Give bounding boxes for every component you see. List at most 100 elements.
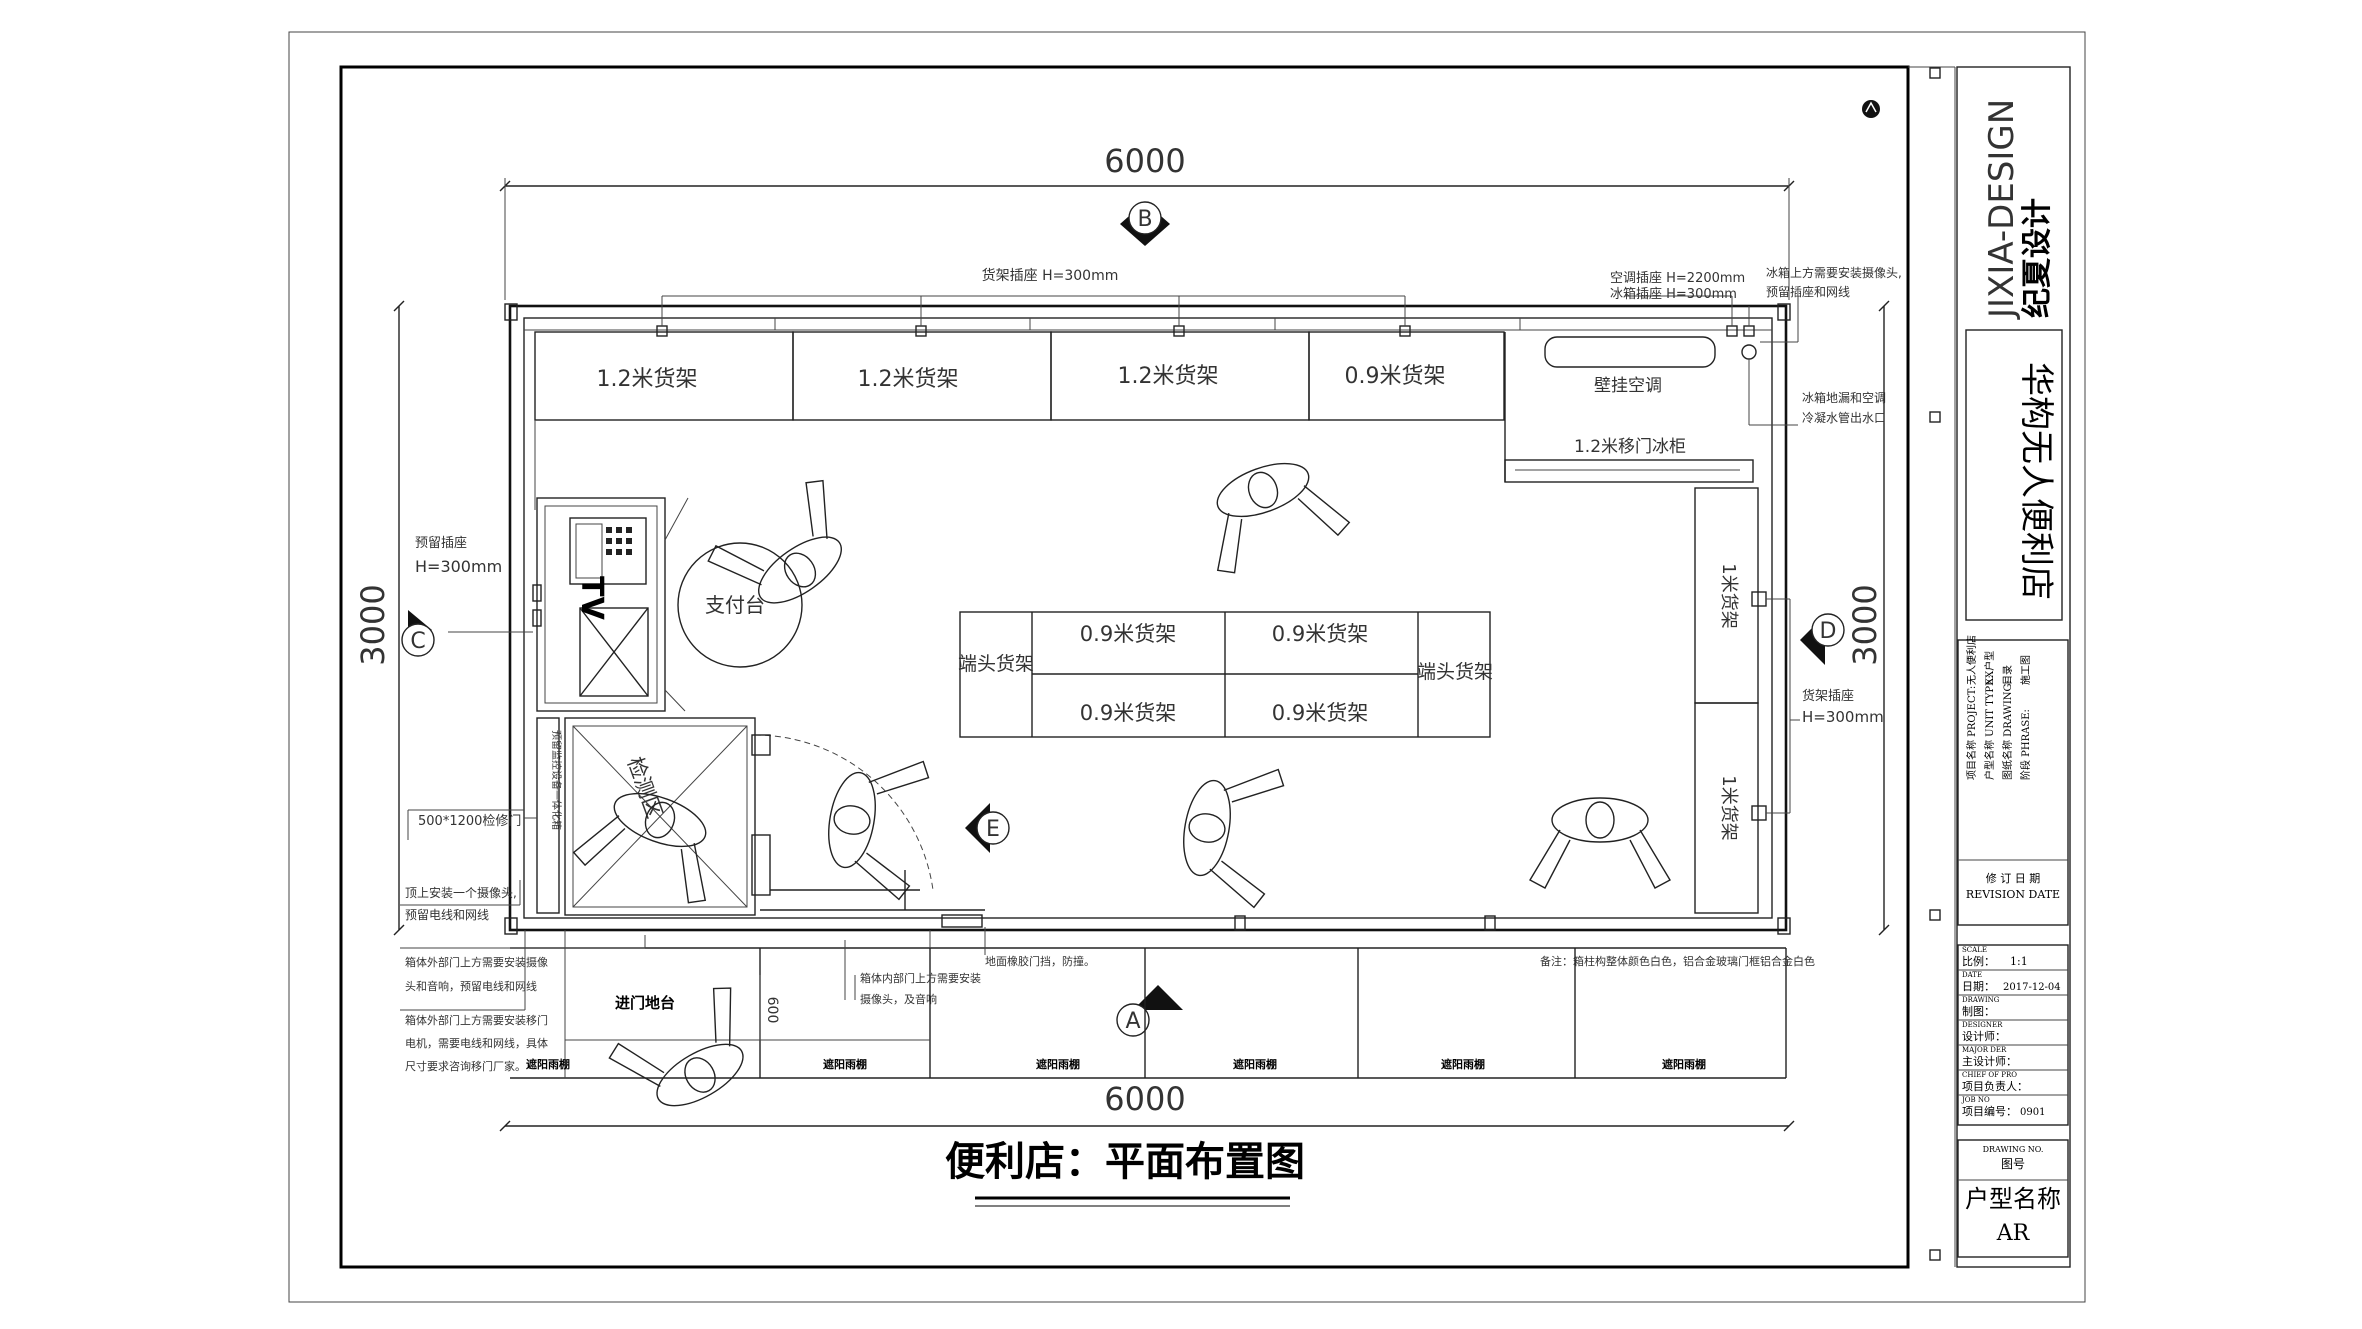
shelf-label: 1.2米货架 <box>858 367 959 392</box>
note-access-door: 500*1200检修门 <box>418 814 521 829</box>
shelf-label: 0.9米货架 <box>1272 622 1368 646</box>
shelf-label: 0.9米货架 <box>1080 701 1176 725</box>
project-info-box <box>1957 639 2069 926</box>
shelf-label: 1米货架 <box>1718 563 1739 628</box>
awning-label: 遮阳雨棚 <box>1441 1057 1485 1071</box>
note-ac-socket: 空调插座 H=2200mm <box>1610 271 1745 286</box>
info-value: 无人便利店 <box>1965 635 1978 685</box>
wall-ac-unit <box>1544 336 1716 368</box>
frame-mark <box>1929 1249 1941 1261</box>
info-table <box>1957 944 2069 1126</box>
info-label: 户型名称 UNIT TYPE: <box>1983 675 1996 780</box>
note-fridge-socket: 冰箱插座 H=300mm <box>1610 286 1737 302</box>
tv-label: TV <box>574 576 609 620</box>
shelf-label: 1米货架 <box>1718 775 1739 840</box>
shelf-label: 0.9米货架 <box>1080 622 1176 646</box>
svg-text:E: E <box>986 817 1000 842</box>
scale-cn: 比例： <box>1962 954 1995 968</box>
svg-text:C: C <box>410 629 425 654</box>
axis-marker-d: D <box>1800 613 1845 665</box>
title-block <box>1956 66 2071 1268</box>
island-shelves <box>959 611 1491 738</box>
note-drain: 冷凝水管出水口 <box>1802 410 1886 425</box>
note-cam-left: 预留电线和网线 <box>405 908 489 922</box>
dim-right-label: 3000 <box>1846 584 1884 665</box>
project-name-box <box>1965 329 2063 621</box>
axis-marker-b: B <box>1120 201 1170 246</box>
entry-platform-label: 进门地台 <box>615 994 675 1012</box>
tv-box <box>579 607 649 697</box>
note-door-motor: 电机，需要电线和网线，具体 <box>405 1036 548 1050</box>
unit-name: 户型名称 <box>1965 1185 2061 1213</box>
cabinet-label: 预留监控设备一体化箱 <box>550 730 563 830</box>
major-cn: 主设计师： <box>1962 1055 2017 1068</box>
note-remark: 备注：箱柱构整体颜色白色，铝合金玻璃门框铝合金白色 <box>1540 954 1815 968</box>
container-inner-wall <box>523 317 1773 919</box>
major-en: MAJOR DER <box>1962 1046 2007 1054</box>
awning-label: 遮阳雨棚 <box>526 1057 570 1071</box>
dim-left-label: 3000 <box>354 584 392 665</box>
socket-icon <box>1751 805 1767 821</box>
person-figure <box>1529 797 1671 889</box>
door-swing <box>754 734 934 891</box>
dim-top-label: 6000 <box>1104 142 1185 180</box>
unit-code: AR <box>1996 1221 2031 1246</box>
dim-bottom-label: 6000 <box>1104 1080 1185 1118</box>
person-figure <box>572 792 707 904</box>
frame-mark <box>1929 67 1941 79</box>
person-figure <box>1216 462 1351 574</box>
axis-marker-e: E <box>965 803 1010 853</box>
drain-icon <box>1741 344 1757 360</box>
check-zone-label: 检测区 <box>623 754 667 821</box>
payment-area-circle <box>677 542 803 668</box>
brand-en: JIXIA-DESIGN <box>1982 99 2022 320</box>
drawing-no-en: DRAWING NO. <box>1983 1145 2044 1154</box>
awning-label: 遮阳雨棚 <box>1233 1057 1277 1071</box>
job-cn: 项目编号： <box>1962 1104 2017 1118</box>
note-cam-left: 顶上安装一个摄像头, <box>405 885 517 900</box>
awning-label: 遮阳雨棚 <box>1036 1057 1080 1071</box>
note-socket-right: 货架插座 <box>1802 688 1854 704</box>
note-door-out: 箱体外部门上方需要安装摄像 <box>405 955 548 969</box>
outer-frame <box>288 31 2086 1303</box>
axis-marker-c: C <box>401 610 435 657</box>
awning-label: 遮阳雨棚 <box>1662 1057 1706 1071</box>
equipment-cabinet <box>536 717 560 914</box>
date-value: 2017-12-04 <box>2003 982 2061 993</box>
shelf-right-2 <box>1694 702 1759 914</box>
socket-icon <box>656 325 668 337</box>
shelf-label: 端头货架 <box>1417 661 1493 683</box>
pay-label: 支付台 <box>705 593 765 617</box>
note-cam-top: 预留插座和网线 <box>1766 284 1850 299</box>
job-value: 0901 <box>2020 1107 2045 1118</box>
chief-cn: 项目负责人： <box>1962 1079 2028 1093</box>
note-door-motor: 尺寸要求咨询移门厂家。 <box>405 1059 526 1073</box>
brand-cn: 纪夏设计 <box>2020 198 2055 318</box>
info-value: 施工图 <box>2019 655 2032 685</box>
note-socket-left: H=300mm <box>415 557 502 576</box>
person-figure <box>1183 768 1285 909</box>
note-floor: 地面橡胶门挡，防撞。 <box>985 954 1095 968</box>
person-figure <box>707 479 842 604</box>
dim-porch-label: 600 <box>764 997 780 1024</box>
shelves-top <box>534 331 1505 510</box>
socket-icon <box>1173 325 1185 337</box>
note-drain: 冰箱地漏和空调 <box>1802 390 1886 405</box>
awning-label: 遮阳雨棚 <box>823 1057 867 1071</box>
fridge <box>1504 459 1754 483</box>
drawing-en: DRAWING <box>1962 996 2000 1004</box>
north-arrow-icon <box>1862 100 1880 118</box>
frame-mark <box>1929 909 1941 921</box>
project-name: 华构无人便利店 <box>2016 362 2056 600</box>
note-cam-top: 冰箱上方需要安装摄像头, <box>1766 265 1902 280</box>
shelf-label: 1.2米货架 <box>597 367 698 392</box>
info-label: 阶段 PHRASE: <box>2019 709 2032 780</box>
shelf-label: 0.9米货架 <box>1272 701 1368 725</box>
note-door-in: 摄像头，及音响 <box>860 992 937 1006</box>
person-figure <box>608 987 744 1107</box>
shelf-label: 1.2米货架 <box>1118 364 1219 389</box>
info-label: 图纸名称 DRAWING: <box>2001 680 2014 780</box>
note-socket-top: 货架插座 H=300mm <box>982 267 1119 284</box>
scale-en: SCALE <box>1962 946 1987 954</box>
